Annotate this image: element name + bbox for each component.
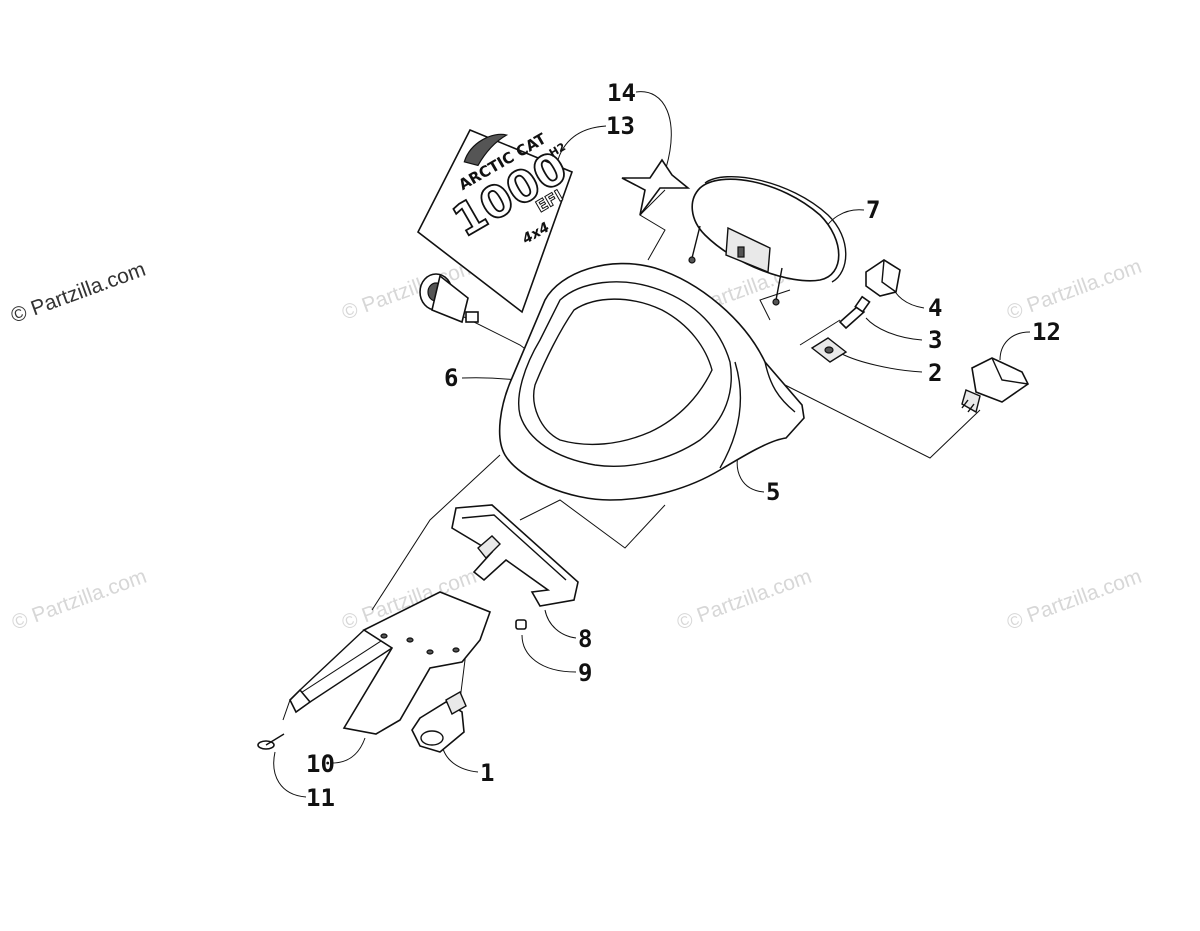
part-label-9: 9 (578, 659, 592, 687)
mount-bracket-8 (451, 504, 579, 607)
part-label-5: 5 (766, 478, 780, 506)
watermark: © Partzilla.com (9, 565, 150, 635)
part-label-8: 8 (578, 625, 592, 653)
part-label-6: 6 (444, 364, 458, 392)
key-cap-4 (865, 259, 901, 297)
watermark: © Partzilla.com (674, 565, 815, 635)
part-label-12: 12 (1032, 318, 1061, 346)
logo-decal-14 (621, 158, 691, 216)
mounting-plate-10 (289, 591, 492, 735)
watermark: © Partzilla.com (1004, 565, 1145, 635)
part-label-3: 3 (928, 326, 942, 354)
accessory-outlet-6 (419, 273, 479, 324)
grommet-9 (515, 619, 527, 630)
part-label-2: 2 (928, 359, 942, 387)
part-label-11: 11 (306, 784, 335, 812)
part-label-7: 7 (866, 196, 880, 224)
ignition-switch-1 (411, 691, 467, 753)
key-3 (838, 295, 871, 330)
watermark: © Partzilla.com (1004, 255, 1145, 325)
part-label-10: 10 (306, 750, 335, 778)
bezel-nut-2 (810, 337, 848, 363)
part-labels: 14 13 7 4 3 12 2 6 5 8 9 10 1 11 (306, 79, 1061, 812)
rocker-switch-12 (961, 357, 1030, 414)
instrument-pod-5 (498, 262, 805, 501)
part-label-13: 13 (606, 112, 635, 140)
part-label-4: 4 (928, 294, 942, 322)
rivet-11 (257, 733, 285, 750)
speedometer-7 (688, 176, 847, 306)
part-label-1: 1 (480, 759, 494, 787)
watermark-main: © Partzilla.com (8, 258, 149, 328)
part-label-14: 14 (607, 79, 636, 107)
